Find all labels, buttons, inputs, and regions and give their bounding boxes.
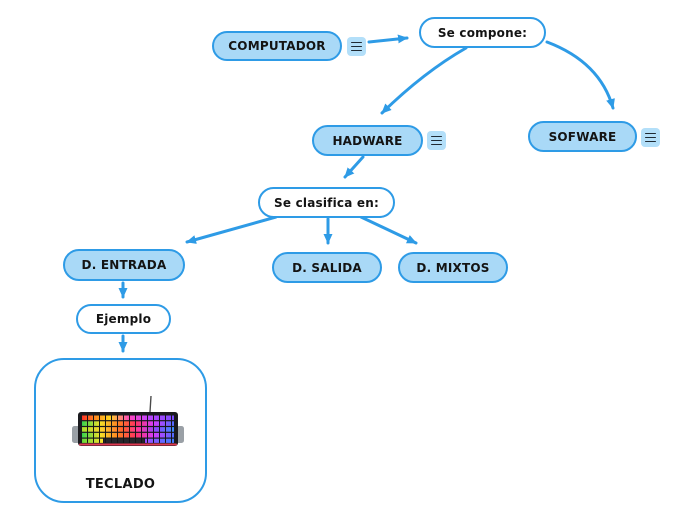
node-computador[interactable]: COMPUTADOR [212, 31, 342, 61]
node-hadware-label: HADWARE [332, 133, 403, 148]
node-hadware[interactable]: HADWARE [312, 125, 423, 156]
node-ejemplo-label: Ejemplo [95, 312, 152, 326]
node-sofware[interactable]: SOFWARE [528, 121, 637, 152]
edge-seclasifica-dmixtos [359, 215, 418, 245]
hamburger-menu-icon[interactable] [427, 131, 446, 150]
node-d-mixtos-label: D. MIXTOS [416, 260, 490, 275]
edge-seclasifica-dentrada [185, 215, 278, 244]
node-d-mixtos[interactable]: D. MIXTOS [398, 252, 508, 283]
edge-secompone-sofware [545, 40, 615, 110]
node-sofware-label: SOFWARE [548, 129, 617, 144]
node-se-compone-label: Se compone: [437, 25, 528, 40]
node-d-salida[interactable]: D. SALIDA [272, 252, 382, 283]
edge-computador-secompone [367, 34, 409, 44]
node-teclado-label: TECLADO [85, 477, 156, 492]
hamburger-menu-icon[interactable] [347, 37, 366, 56]
node-teclado[interactable]: TECLADO [34, 358, 207, 503]
node-ejemplo[interactable]: Ejemplo [76, 304, 171, 334]
edge-secompone-hadware [380, 46, 468, 115]
edge-hadware-seclasifica [343, 155, 365, 179]
node-se-clasifica-en[interactable]: Se clasifica en: [258, 187, 395, 218]
node-d-entrada[interactable]: D. ENTRADA [63, 249, 185, 281]
node-d-entrada-label: D. ENTRADA [81, 258, 167, 272]
node-se-clasifica-en-label: Se clasifica en: [274, 195, 379, 210]
node-se-compone[interactable]: Se compone: [419, 17, 546, 48]
rgb-keyboard-image [72, 395, 184, 446]
node-computador-label: COMPUTADOR [228, 39, 326, 53]
hamburger-menu-icon[interactable] [641, 128, 660, 147]
node-d-salida-label: D. SALIDA [292, 260, 362, 275]
